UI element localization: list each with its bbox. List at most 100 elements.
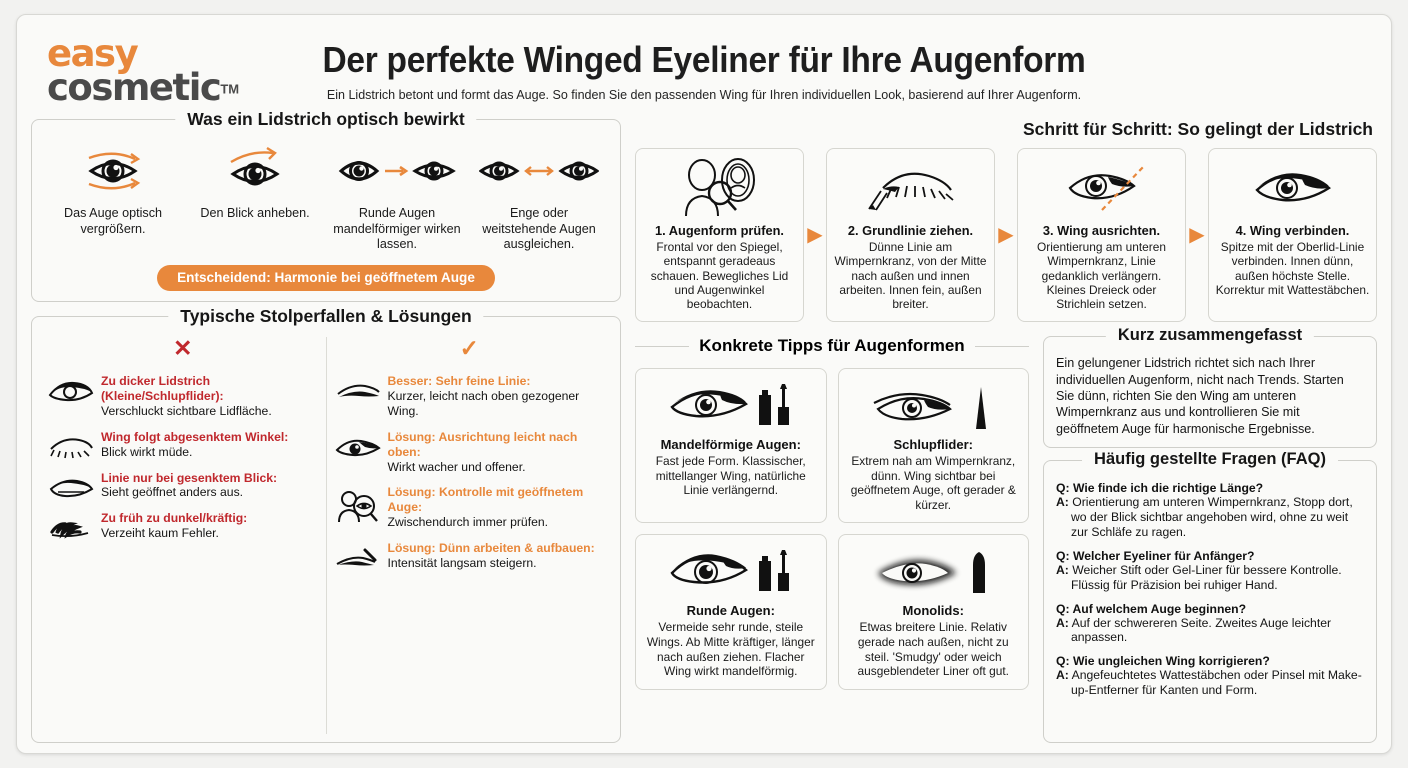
faq-answer-text: Weicher Stift oder Gel-Liner für bessere… bbox=[1071, 562, 1342, 592]
effect-caption: Das Auge optisch vergrößern. bbox=[63, 206, 162, 236]
solution-text: Besser: Sehr feine Linie: Kurzer, leicht… bbox=[388, 374, 605, 419]
steps-title: Schritt für Schritt: So gelingt der Lids… bbox=[635, 119, 1377, 140]
person-mirror-magnifier-icon bbox=[642, 157, 797, 219]
almond-eye-liner-icon bbox=[644, 379, 818, 435]
solution-item: Lösung: Dünn arbeiten & aufbauen: Intens… bbox=[335, 541, 605, 571]
pitfall-text: Wing folgt abgesenktem Winkel: Blick wir… bbox=[101, 430, 288, 460]
summary-legend: Kurz zusammengefasst bbox=[1105, 326, 1315, 346]
tips-legend: Konkrete Tipps für Augenformen bbox=[689, 336, 975, 356]
solution-body: Kurzer, leicht nach oben gezogener Wing. bbox=[387, 389, 580, 418]
solution-text: Lösung: Dünn arbeiten & aufbauen: Intens… bbox=[388, 541, 595, 571]
step-heading: 1. Augenform prüfen. bbox=[655, 223, 784, 238]
infographic-card: easy cosmeticTM Der perfekte Winged Eyel… bbox=[16, 14, 1392, 754]
pitfalls-good-column: ✓ Besser: Sehr feine Linie: Kurzer, leic… bbox=[325, 337, 613, 734]
effect-item: Runde Augen mandelförmiger wirken lassen… bbox=[326, 142, 468, 253]
faq-question: Q: Wie ungleichen Wing korrigieren? bbox=[1056, 654, 1364, 668]
solution-item: Besser: Sehr feine Linie: Kurzer, leicht… bbox=[335, 374, 605, 419]
pitfall-heading: Wing folgt abgesenktem Winkel: bbox=[101, 429, 289, 444]
scribble-dark-icon bbox=[48, 511, 94, 540]
faq-answer-text: Auf der schwereren Seite. Zweites Auge l… bbox=[1071, 615, 1332, 645]
effect-caption: Enge oder weitstehende Augen ausgleichen… bbox=[482, 206, 596, 252]
faq-panel: Häufig gestellte Fragen (FAQ) Q: Wie fin… bbox=[1043, 450, 1377, 743]
page-subtitle: Ein Lidstrich betont und formt das Auge.… bbox=[326, 87, 1082, 102]
a-label: A: bbox=[1056, 668, 1069, 683]
effect-item: Den Blick anheben. bbox=[184, 142, 326, 253]
q-label: Q: bbox=[1056, 548, 1070, 563]
eye-enlarge-icon bbox=[46, 142, 180, 200]
tips-section: Konkrete Tipps für Augenformen bbox=[635, 336, 1029, 743]
faq-answer: A: Weicher Stift oder Gel-Liner für bess… bbox=[1056, 563, 1364, 593]
faq-question-text: Wie ungleichen Wing korrigieren? bbox=[1072, 654, 1270, 669]
lash-line-pen-icon bbox=[833, 157, 988, 219]
pitfall-text: Linie nur bei gesenktem Blick: Sieht geö… bbox=[101, 471, 277, 501]
faq-question: Q: Welcher Eyeliner für Anfänger? bbox=[1056, 549, 1364, 563]
solution-text: Lösung: Ausrichtung leicht nach oben: Wi… bbox=[388, 430, 605, 475]
effects-legend: Was ein Lidstrich optisch bewirkt bbox=[175, 109, 477, 130]
tips-row: Runde Augen: Vermeide sehr runde, steile… bbox=[635, 534, 1029, 690]
content-body: Was ein Lidstrich optisch bewirkt bbox=[31, 109, 1377, 743]
a-label: A: bbox=[1056, 495, 1069, 510]
hooded-eye-liner-icon bbox=[847, 379, 1021, 435]
brand-name-top: easy bbox=[47, 32, 139, 75]
step-heading: 3. Wing ausrichten. bbox=[1042, 223, 1161, 238]
eye-round-to-almond-icon bbox=[330, 142, 464, 200]
solution-text: Lösung: Kontrolle mit geöffnetem Auge: Z… bbox=[388, 485, 605, 530]
q-label: Q: bbox=[1056, 654, 1070, 669]
cross-icon: ✕ bbox=[173, 335, 193, 362]
pitfall-text: Zu früh zu dunkel/kräftig: Verzeiht kaum… bbox=[101, 511, 247, 541]
solution-heading: Lösung: Dünn arbeiten & aufbauen: bbox=[387, 541, 595, 556]
solution-heading: Lösung: Ausrichtung leicht nach oben: bbox=[387, 429, 578, 459]
tip-heading: Runde Augen: bbox=[686, 603, 775, 619]
tip-body: Etwas breitere Linie. Relativ gerade nac… bbox=[857, 620, 1009, 679]
solution-body: Wirkt wacher und offener. bbox=[387, 459, 526, 474]
solution-heading: Besser: Sehr feine Linie: bbox=[387, 374, 531, 389]
step-body: Orientierung am unteren Wimpernkranz, Li… bbox=[1037, 240, 1166, 312]
a-label: A: bbox=[1056, 615, 1069, 630]
pitfall-body: Verzeiht kaum Fehler. bbox=[101, 526, 219, 541]
tips-legend-wrap: Konkrete Tipps für Augenformen bbox=[635, 336, 1029, 356]
pitfall-body: Sieht geöffnet anders aus. bbox=[101, 485, 244, 500]
downcast-eye-icon bbox=[48, 471, 94, 500]
key-message-pill: Entscheidend: Harmonie bei geöffnetem Au… bbox=[157, 265, 495, 292]
faq-question: Q: Wie finde ich die richtige Länge? bbox=[1056, 481, 1364, 495]
lower-row: Konkrete Tipps für Augenformen bbox=[635, 326, 1377, 743]
solution-body: Zwischendurch immer prüfen. bbox=[387, 515, 549, 530]
header: easy cosmeticTM Der perfekte Winged Eyel… bbox=[31, 23, 1377, 119]
step-heading: 4. Wing verbinden. bbox=[1235, 223, 1350, 238]
tip-body: Fast jede Form. Klassischer, mittellange… bbox=[655, 454, 806, 498]
page-title: Der perfekte Winged Eyeliner für Ihre Au… bbox=[322, 39, 1086, 80]
faq-question: Q: Auf welchem Auge beginnen? bbox=[1056, 602, 1364, 616]
tip-body: Extrem nah am Wimpernkranz, dünn. Wing s… bbox=[850, 454, 1016, 512]
effect-item: Das Auge optisch vergrößern. bbox=[42, 142, 184, 253]
faq-answer-text: Orientierung am unteren Wimpernkranz, St… bbox=[1071, 495, 1353, 539]
faq-answer: A: Auf der schwereren Seite. Zweites Aug… bbox=[1056, 616, 1364, 646]
step-card: 3. Wing ausrichten. Orientierung am unte… bbox=[1017, 148, 1186, 323]
tip-heading: Schlupflider: bbox=[893, 437, 973, 453]
faq-question-text: Welcher Eyeliner für Anfänger? bbox=[1072, 548, 1255, 563]
effect-item: Enge oder weitstehende Augen ausgleichen… bbox=[468, 142, 610, 253]
brand-name-bottom: cosmetic bbox=[47, 66, 222, 110]
faq-legend: Häufig gestellte Fragen (FAQ) bbox=[1082, 450, 1338, 470]
fine-line-icon bbox=[335, 374, 381, 403]
faq-item: Q: Auf welchem Auge beginnen? A: Auf der… bbox=[1056, 602, 1364, 646]
pitfall-body: Blick wirkt müde. bbox=[101, 444, 193, 459]
faq-question-text: Auf welchem Auge beginnen? bbox=[1072, 601, 1247, 616]
header-text: Der perfekte Winged Eyeliner für Ihre Au… bbox=[241, 23, 1167, 102]
tip-card: Schlupflider: Extrem nah am Wimpernkranz… bbox=[837, 368, 1029, 524]
q-label: Q: bbox=[1056, 601, 1070, 616]
effects-panel: Was ein Lidstrich optisch bewirkt bbox=[31, 109, 621, 303]
tip-body: Vermeide sehr runde, steile Wings. Ab Mi… bbox=[646, 620, 815, 679]
step-heading: 2. Grundlinie ziehen. bbox=[847, 223, 974, 238]
pitfalls-legend: Typische Stolperfallen & Lösungen bbox=[168, 306, 484, 328]
wing-angle-guide-icon bbox=[1024, 157, 1179, 219]
tip-heading: Monolids: bbox=[902, 603, 964, 619]
faq-question-text: Wie finde ich die richtige Länge? bbox=[1072, 481, 1264, 496]
arrow-icon: ▶ bbox=[807, 224, 823, 247]
q-label: Q: bbox=[1056, 481, 1070, 496]
steps-section: Schritt für Schritt: So gelingt der Lids… bbox=[635, 119, 1377, 323]
faq-answer: A: Orientierung am unteren Wimpernkranz,… bbox=[1056, 495, 1364, 540]
solution-item: Lösung: Kontrolle mit geöffnetem Auge: Z… bbox=[335, 485, 605, 530]
step-card: 4. Wing verbinden. Spitze mit der Oberli… bbox=[1208, 148, 1377, 323]
tip-card: Mandelförmige Augen: Fast jede Form. Kla… bbox=[635, 368, 827, 524]
thick-liner-eye-icon bbox=[48, 374, 94, 403]
